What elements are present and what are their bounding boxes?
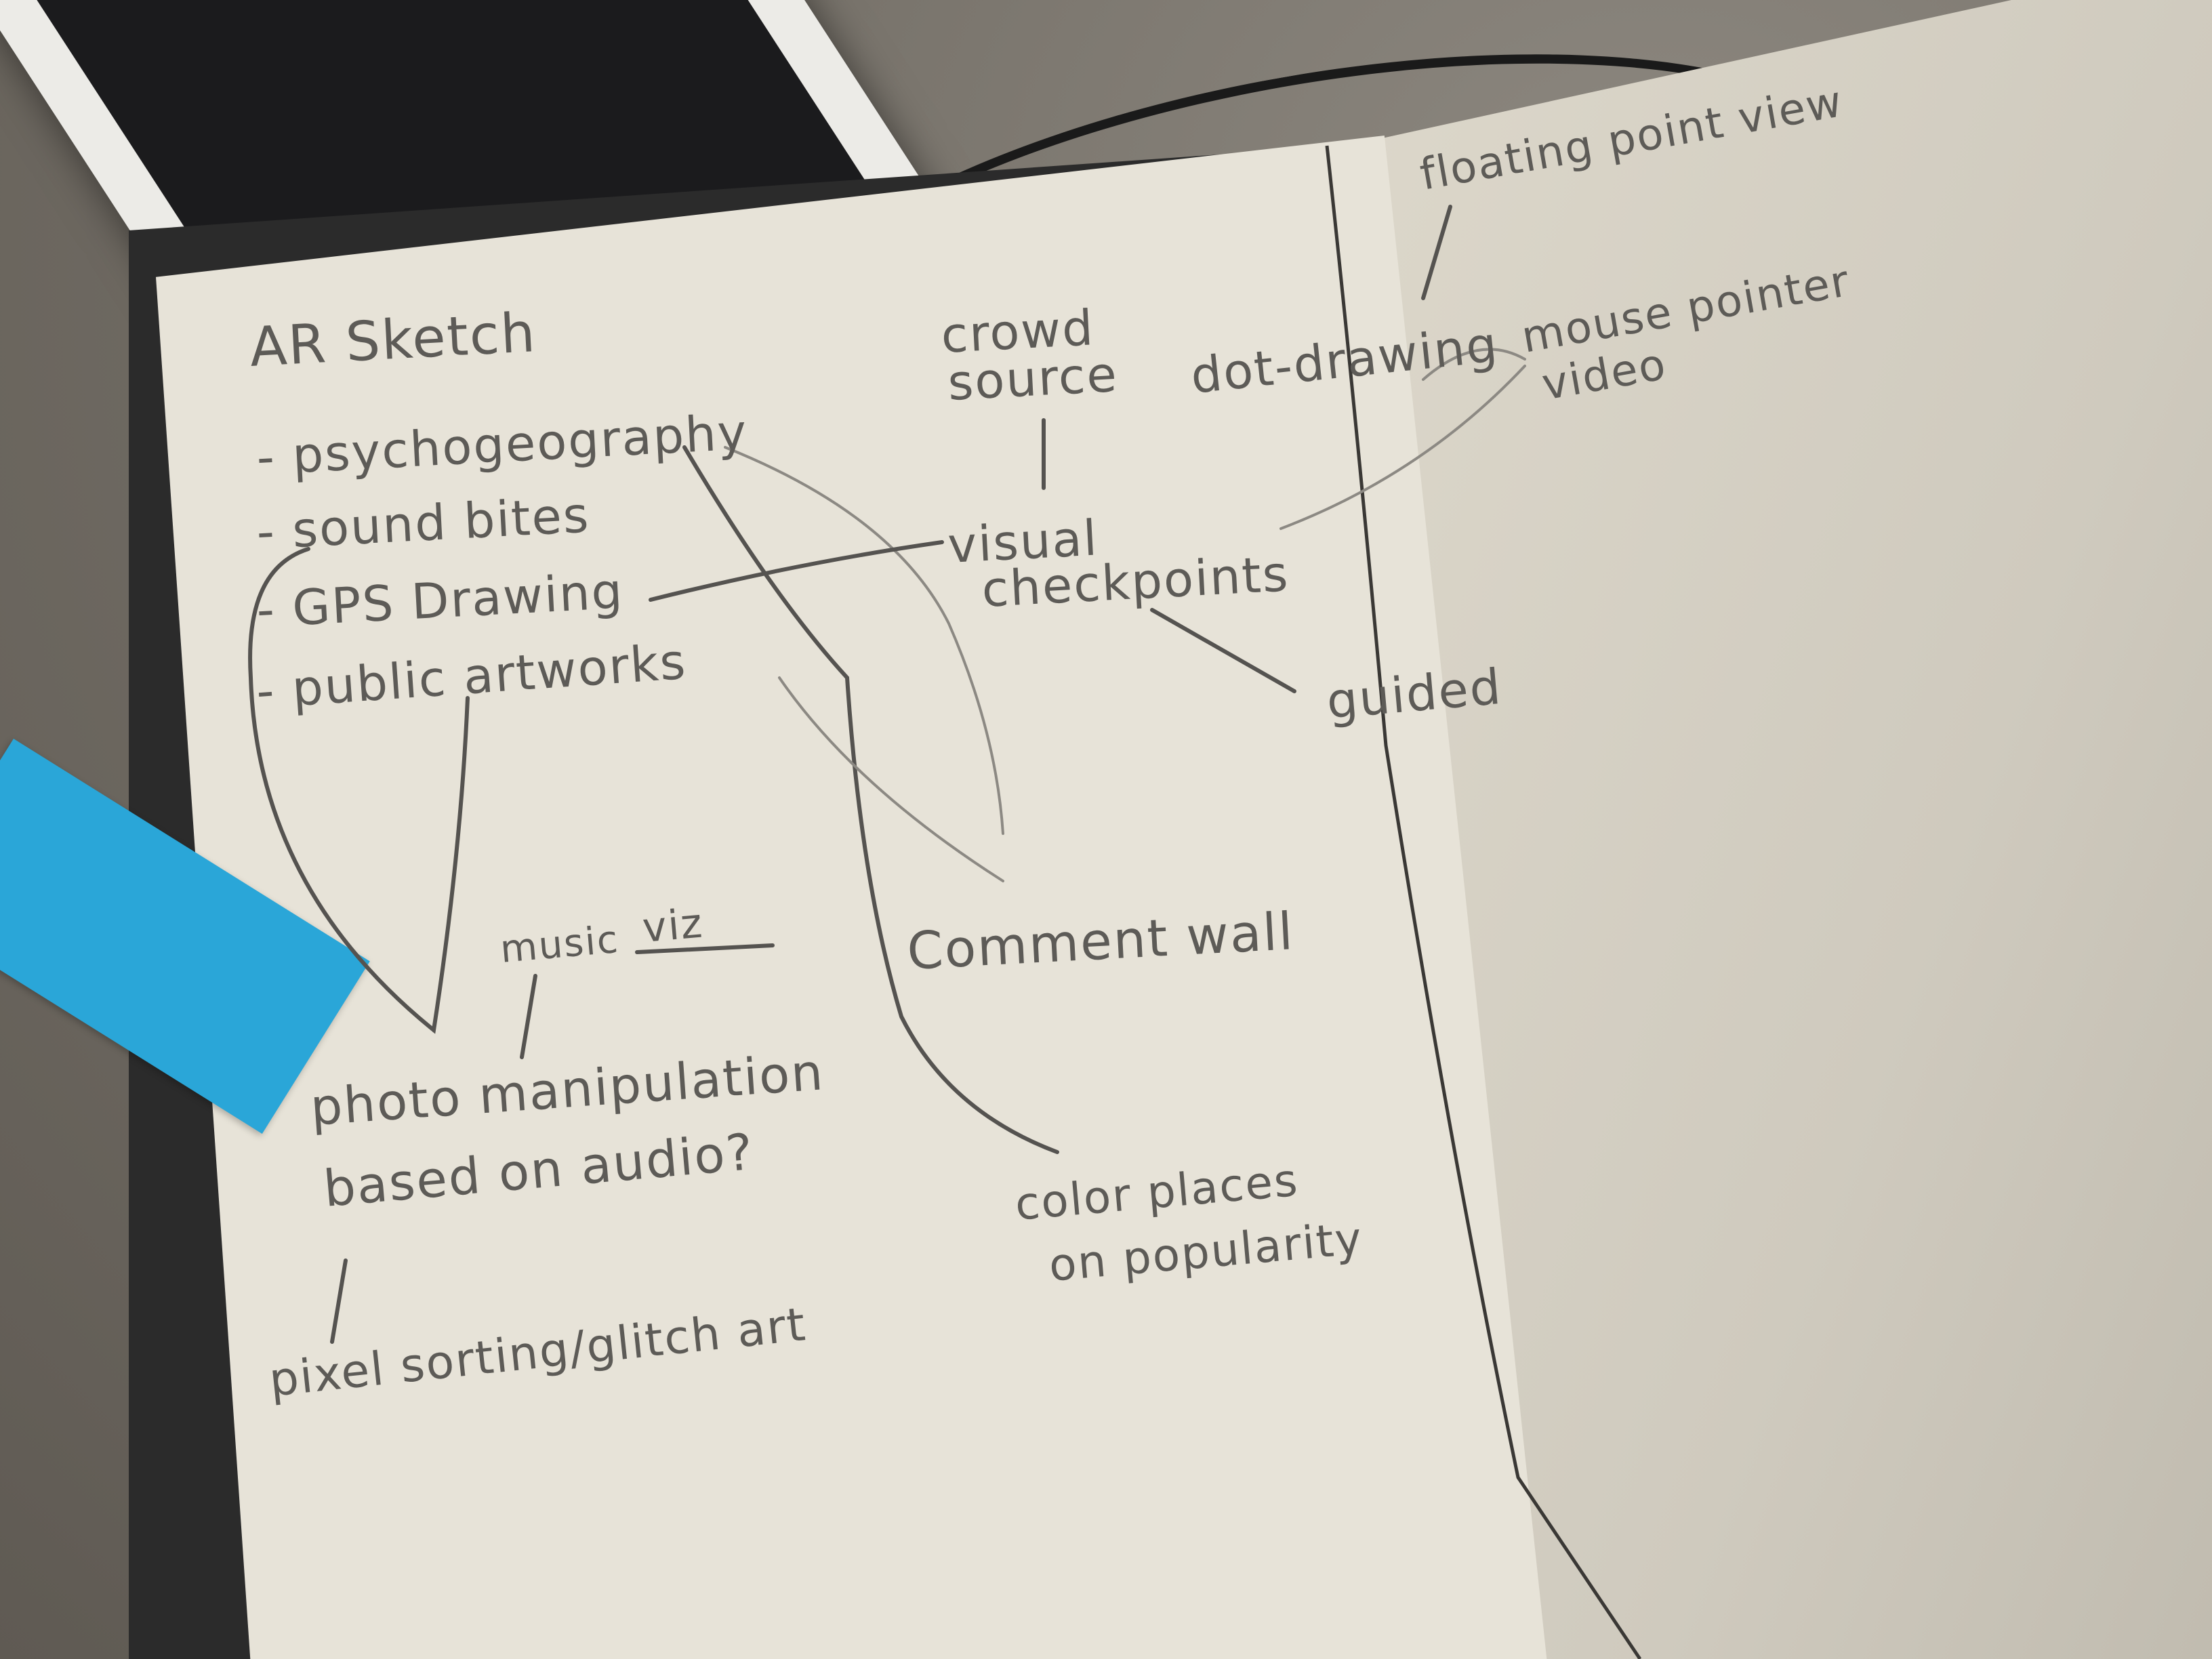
connector-psychogeo-color xyxy=(682,445,1059,1154)
idea-viz: viz xyxy=(640,899,705,952)
idea-source: source xyxy=(946,346,1119,411)
connector-floating-dot xyxy=(1421,205,1452,300)
sketch-title: AR Sketch xyxy=(248,301,538,379)
idea-on-popularity: on popularity xyxy=(1047,1212,1365,1292)
connector-photo-pixel xyxy=(330,1258,348,1344)
idea-guided: guided xyxy=(1324,658,1504,730)
idea-music: music xyxy=(499,918,621,972)
connector-soundbites-photo xyxy=(248,547,470,1034)
idea-pixel-sorting: pixel sorting/glitch art xyxy=(267,1298,809,1408)
idea-visual: visual xyxy=(946,509,1099,573)
viz-underline xyxy=(635,943,775,954)
list-item-public-artworks: - public artworks xyxy=(254,633,688,720)
connector-psychogeo-comment xyxy=(724,446,1004,835)
idea-dot-drawing: dot-drawing xyxy=(1188,316,1501,405)
connector-gps-visual xyxy=(649,540,944,602)
notebook-left-page xyxy=(156,136,1552,1659)
connector-artworks-comment xyxy=(778,676,1004,882)
list-item-gps-drawing: - GPS Drawing xyxy=(255,562,625,638)
connector-visual-guided xyxy=(1150,608,1296,693)
connector-visual-video xyxy=(1279,365,1526,530)
list-item-sound-bites: - sound bites xyxy=(255,486,591,560)
idea-mouse-pointer: mouse pointer xyxy=(1518,256,1853,363)
idea-color-places: color places xyxy=(1013,1154,1301,1231)
idea-floating-point-view: floating point view xyxy=(1416,77,1847,201)
connector-dot-mouse xyxy=(1422,348,1526,381)
connector-music-photo xyxy=(520,974,537,1059)
idea-comment-wall: Comment wall xyxy=(905,901,1295,981)
idea-based-on-audio: based on audio? xyxy=(321,1123,756,1218)
idea-crowd: crowd xyxy=(939,299,1095,364)
list-item-psychogeography: - psychogeography xyxy=(255,403,749,486)
